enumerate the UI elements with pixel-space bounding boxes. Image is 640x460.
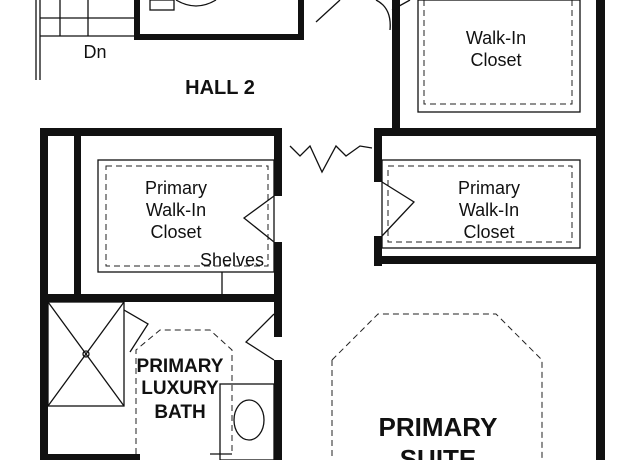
label-bath-1: PRIMARY xyxy=(137,356,224,377)
closet-center-wall-top xyxy=(274,136,282,196)
label-closet-left-2: Walk-In xyxy=(146,200,206,220)
label-bath-3: BATH xyxy=(154,402,205,423)
label-suite-1: PRIMARY xyxy=(379,412,498,442)
label-dn: Dn xyxy=(83,42,106,62)
label-closet-left-3: Closet xyxy=(150,222,201,242)
right-closet-wall-top xyxy=(374,136,382,182)
closet-doors xyxy=(242,181,416,361)
hall-wall-bottom-left xyxy=(40,128,282,136)
label-suite-2: SUITE xyxy=(400,444,477,460)
top-room-wall-left xyxy=(134,0,140,40)
label-walkin-2: Closet xyxy=(470,50,521,70)
closet-outlines xyxy=(97,0,581,294)
label-closet-right-1: Primary xyxy=(458,178,520,198)
walls xyxy=(40,0,605,460)
bath-wall-right xyxy=(274,360,282,460)
bath-wall-top xyxy=(40,294,282,302)
outer-wall-right xyxy=(596,0,605,460)
hall-wall-bottom-right xyxy=(374,128,600,136)
right-closet-wall-bottom xyxy=(374,236,382,266)
hall-doors xyxy=(289,0,411,174)
label-hall: HALL 2 xyxy=(185,77,255,99)
label-bath-2: LUXURY xyxy=(141,378,219,399)
label-closet-right-2: Walk-In xyxy=(459,200,519,220)
stairs xyxy=(35,0,134,80)
label-shelves: Shelves xyxy=(200,250,264,270)
left-closet-wall xyxy=(74,136,81,296)
label-walkin-1: Walk-In xyxy=(466,28,526,48)
label-closet-left-1: Primary xyxy=(145,178,207,198)
bath-fixtures xyxy=(47,301,275,460)
top-room-fixture xyxy=(149,0,217,11)
walkin-wall-left xyxy=(392,0,400,132)
bath-wall-bottom xyxy=(40,454,140,460)
closet-center-wall-bottom xyxy=(274,242,282,337)
top-room-wall-right xyxy=(298,0,304,40)
top-room-wall-bottom xyxy=(134,34,304,40)
right-closet-wall-floor xyxy=(374,256,600,264)
suite-ceiling-outline xyxy=(331,313,543,460)
label-closet-right-3: Closet xyxy=(463,222,514,242)
